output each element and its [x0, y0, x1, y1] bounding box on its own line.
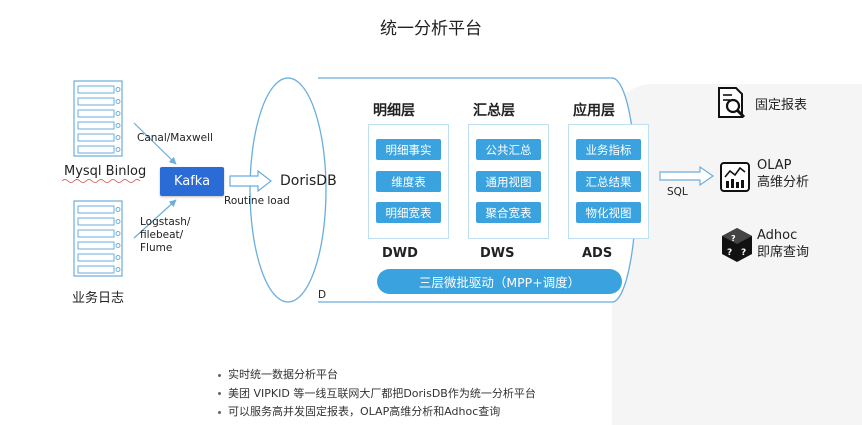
chip-aggregate-wide-table: 聚合宽表: [476, 202, 541, 223]
layer-head-ads: 应用层: [573, 103, 615, 119]
canal-maxwell-label: Canal/Maxwell: [137, 132, 213, 144]
mpp-banner: 三层微批驱动（MPP+调度）: [377, 269, 622, 294]
bullet-item: 可以服务高并发固定报表，OLAP高维分析和Adhoc查询: [218, 403, 536, 422]
chip-detail-wide-table: 明细宽表: [376, 202, 441, 223]
chip-materialized-view: 物化视图: [576, 202, 641, 223]
page-title: 统一分析平台: [380, 19, 482, 39]
adhoc-query-icon: ? ? ?: [722, 228, 752, 262]
layer-foot-dws: DWS: [480, 246, 515, 261]
dorisdb-label: DorisDB: [280, 173, 337, 189]
olap-chart-icon: [720, 162, 750, 192]
mysql-to-kafka-arrow: [133, 122, 177, 165]
logstash-label: Logstash/ filebeat/ Flume: [140, 216, 191, 254]
chip-detail-fact: 明细事实: [376, 139, 441, 160]
layer-head-dws: 汇总层: [473, 103, 515, 119]
log-document-icon: [73, 200, 123, 277]
svg-text:?: ?: [741, 248, 746, 258]
d-mark-label: D: [318, 289, 327, 301]
layer-foot-ads: ADS: [582, 246, 613, 261]
business-log-label: 业务日志: [72, 291, 125, 306]
svg-text:?: ?: [727, 248, 732, 258]
kafka-to-doris-arrow: [229, 169, 272, 193]
cylinder-end: [249, 77, 327, 303]
sql-arrow: [659, 165, 715, 187]
spell-underline: [61, 179, 141, 183]
output-fixed-report-label: 固定报表: [755, 98, 808, 113]
logs-to-kafka-arrow: [133, 199, 177, 239]
output-adhoc-label: Adhoc 即席查询: [757, 228, 810, 260]
kafka-box: Kafka: [160, 167, 224, 196]
chip-common-view: 通用视图: [476, 171, 541, 192]
svg-text:?: ?: [731, 234, 736, 243]
mysql-binlog-label: Mysql Binlog: [64, 164, 147, 179]
chip-dimension-table: 维度表: [376, 171, 441, 192]
binlog-document-icon: [73, 80, 123, 157]
layer-head-dwd: 明细层: [373, 103, 415, 119]
report-search-icon: [718, 87, 746, 119]
chip-summary-result: 汇总结果: [576, 171, 641, 192]
bullet-list: 实时统一数据分析平台 美团 VIPKID 等一线互联网大厂都把DorisDB作为…: [218, 366, 536, 422]
chip-business-metric: 业务指标: [576, 139, 641, 160]
layer-foot-dwd: DWD: [382, 246, 418, 261]
sql-label: SQL: [667, 186, 688, 198]
bullet-item: 美团 VIPKID 等一线互联网大厂都把DorisDB作为统一分析平台: [218, 385, 536, 404]
output-olap-label: OLAP 高维分析: [757, 158, 810, 190]
bullet-item: 实时统一数据分析平台: [218, 366, 536, 385]
chip-public-summary: 公共汇总: [476, 139, 541, 160]
routine-load-label: Routine load: [224, 195, 290, 207]
